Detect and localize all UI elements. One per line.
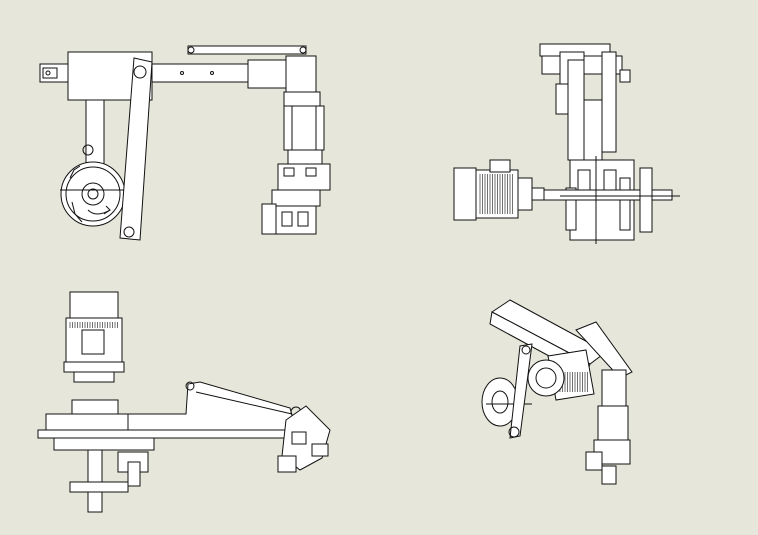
side-view	[453, 43, 680, 244]
front-view	[39, 45, 331, 241]
top-view	[37, 291, 331, 513]
isometric-view	[481, 299, 633, 485]
